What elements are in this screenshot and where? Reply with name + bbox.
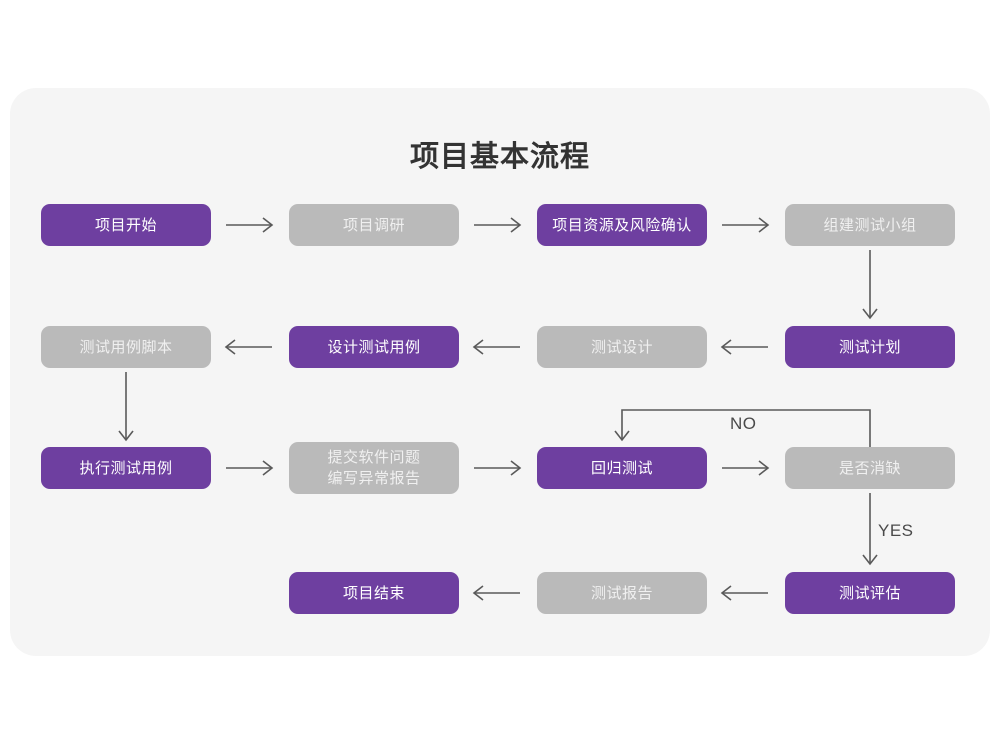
node-defect-cleared-decision[interactable]: 是否消缺	[785, 447, 955, 489]
node-project-start[interactable]: 项目开始	[41, 204, 211, 246]
node-test-case-script[interactable]: 测试用例脚本	[41, 326, 211, 368]
node-execute-test-cases[interactable]: 执行测试用例	[41, 447, 211, 489]
node-form-test-team[interactable]: 组建测试小组	[785, 204, 955, 246]
node-test-report[interactable]: 测试报告	[537, 572, 707, 614]
page-title: 项目基本流程	[409, 141, 590, 173]
edge-label-yes: YES	[878, 521, 914, 540]
diagram-panel	[10, 88, 990, 656]
node-submit-issue-report[interactable]: 提交软件问题 编写异常报告	[289, 442, 459, 494]
edge-label-no: NO	[730, 414, 757, 433]
node-project-research[interactable]: 项目调研	[289, 204, 459, 246]
node-test-design[interactable]: 测试设计	[537, 326, 707, 368]
node-design-test-cases[interactable]: 设计测试用例	[289, 326, 459, 368]
node-resource-risk-confirm[interactable]: 项目资源及风险确认	[537, 204, 707, 246]
node-project-end[interactable]: 项目结束	[289, 572, 459, 614]
node-test-evaluation[interactable]: 测试评估	[785, 572, 955, 614]
node-regression-test[interactable]: 回归测试	[537, 447, 707, 489]
node-test-plan[interactable]: 测试计划	[785, 326, 955, 368]
